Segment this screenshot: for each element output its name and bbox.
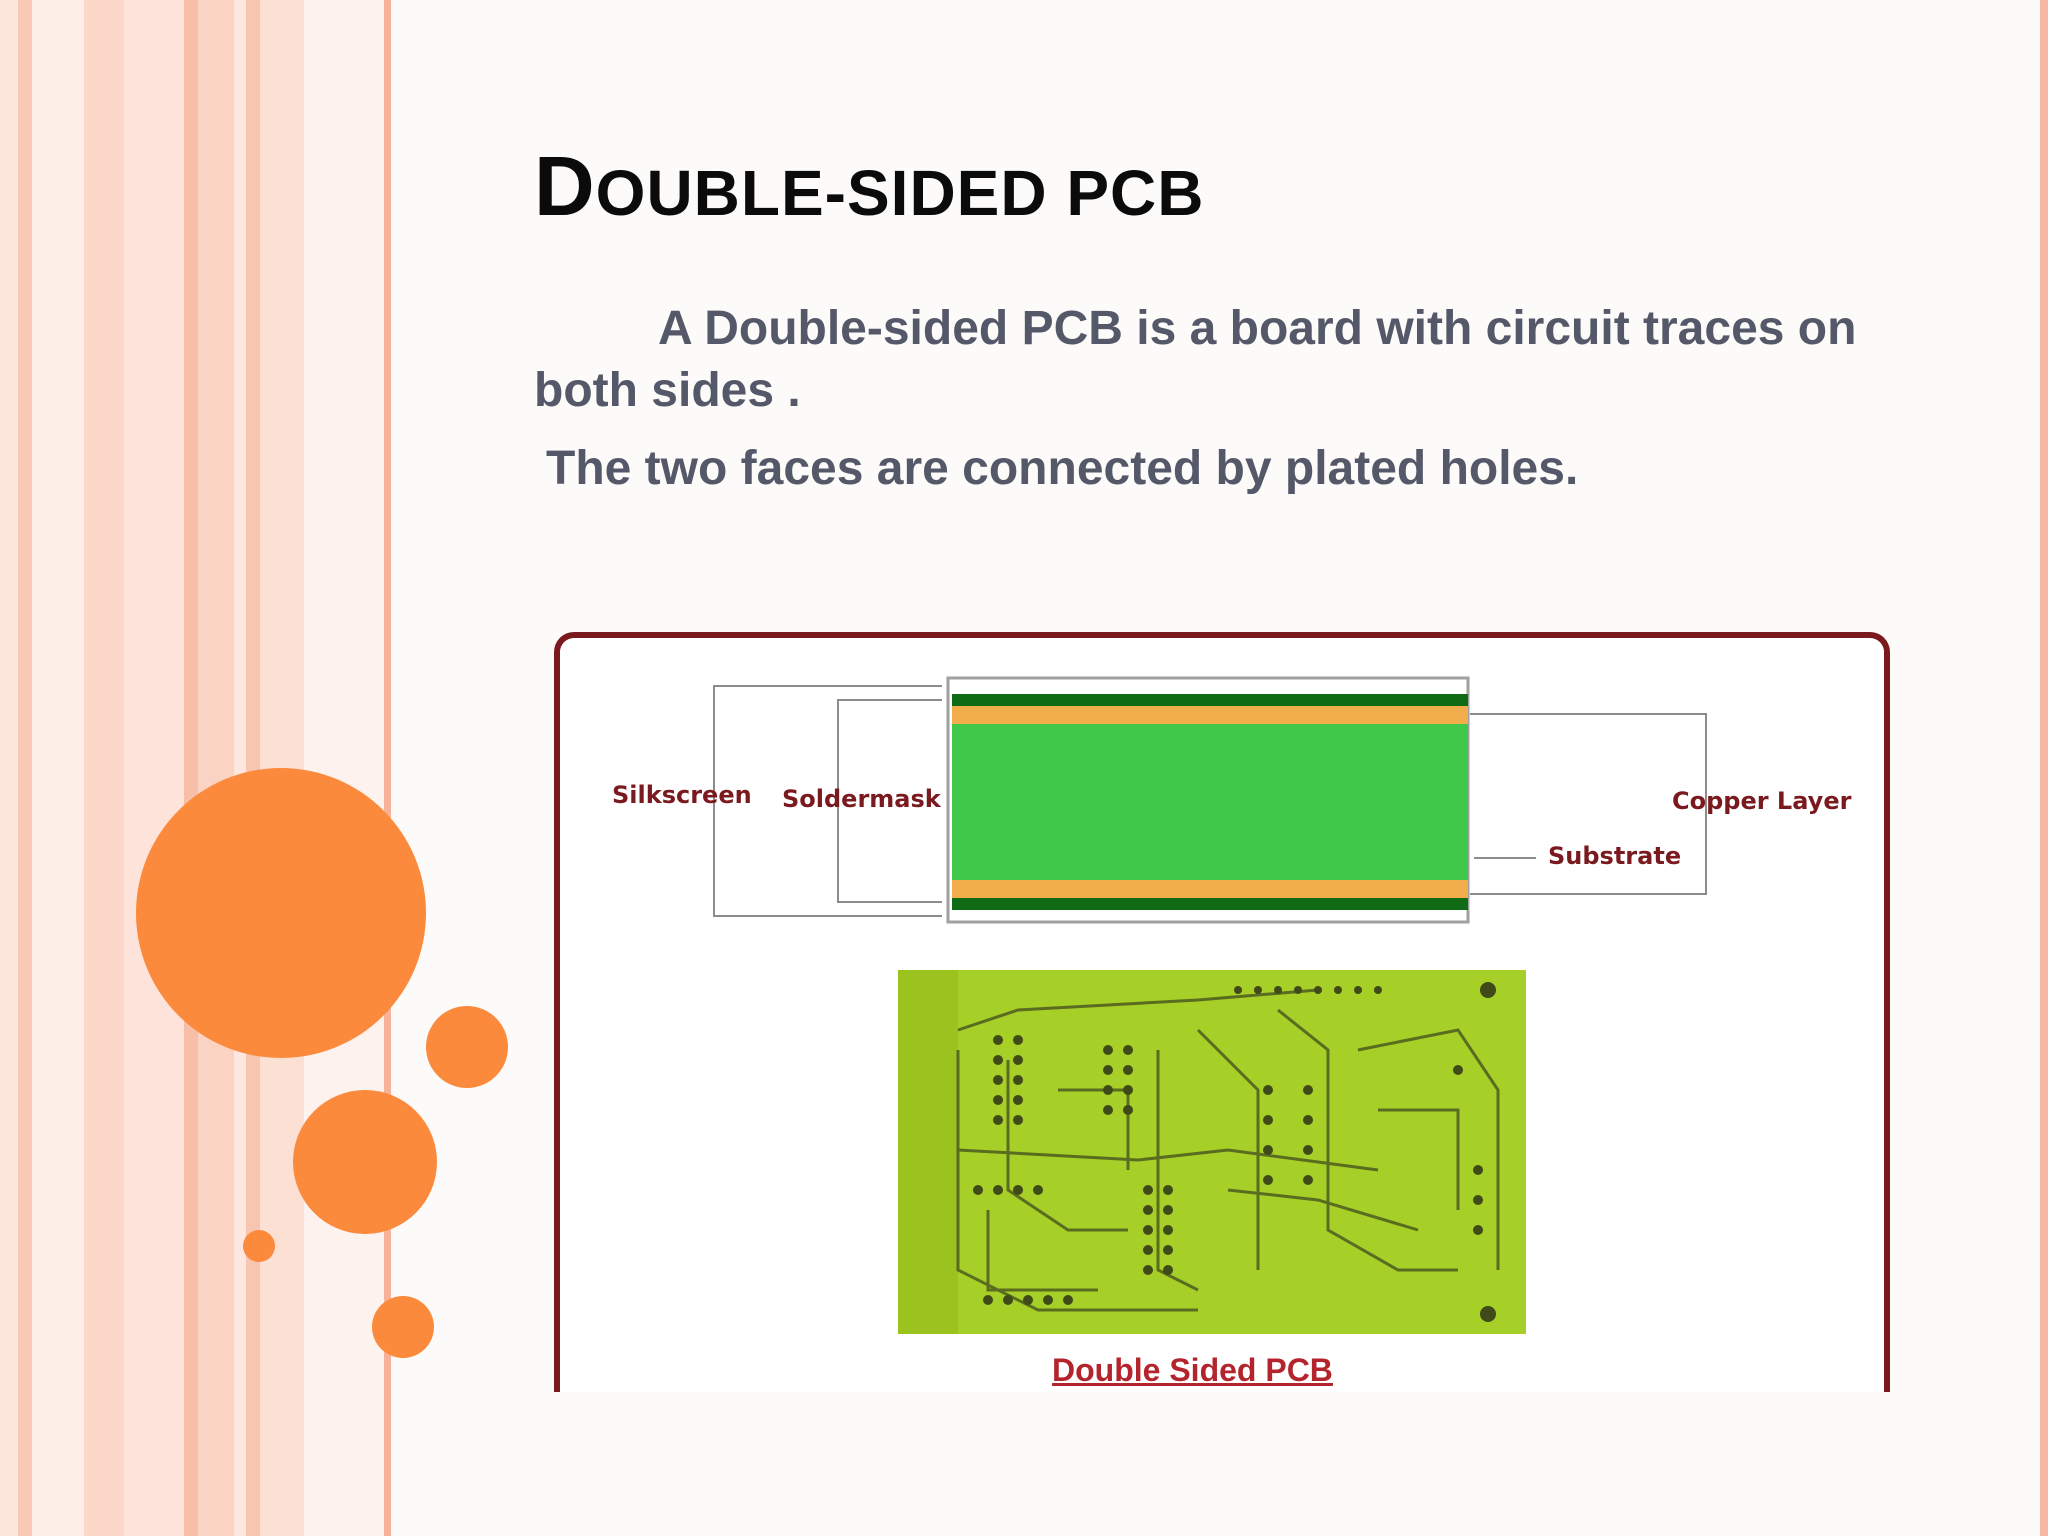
circle-small-bottom — [372, 1296, 434, 1358]
slide-title: DOUBLE-SIDED PCB — [534, 138, 1204, 235]
label-soldermask: Soldermask — [782, 785, 942, 813]
pcb-traces-drawing — [898, 970, 1526, 1334]
soldermask-bottom — [952, 898, 1468, 910]
soldermask-top — [952, 694, 1468, 706]
label-copper-layer: Copper Layer — [1672, 787, 1852, 815]
label-substrate: Substrate — [1548, 842, 1681, 870]
body-paragraph-2: The two faces are connected by plated ho… — [546, 442, 1579, 495]
soldermask-bracket — [837, 699, 942, 903]
layer-stack — [946, 676, 1470, 924]
substrate-core — [952, 724, 1468, 880]
figure-caption: Double Sided PCB — [1052, 1352, 1333, 1388]
right-edge-line — [2040, 0, 2048, 1536]
circle-tiny — [243, 1230, 275, 1262]
title-rest: OUBLE-SIDED PCB — [595, 157, 1205, 229]
silkscreen-bracket — [713, 685, 942, 917]
pcb-board-photo — [898, 970, 1526, 1334]
body-paragraph-1: A Double-sided PCB is a board with circu… — [534, 302, 1857, 417]
label-silkscreen: Silkscreen — [612, 781, 752, 809]
circle-small-right — [426, 1006, 508, 1088]
copper-bottom — [952, 880, 1468, 898]
decorative-circles — [0, 0, 560, 1536]
circle-medium — [293, 1090, 437, 1234]
copper-top — [952, 706, 1468, 724]
copper-bracket — [1470, 713, 1707, 895]
title-initial: D — [534, 139, 596, 233]
circle-large — [136, 768, 426, 1058]
